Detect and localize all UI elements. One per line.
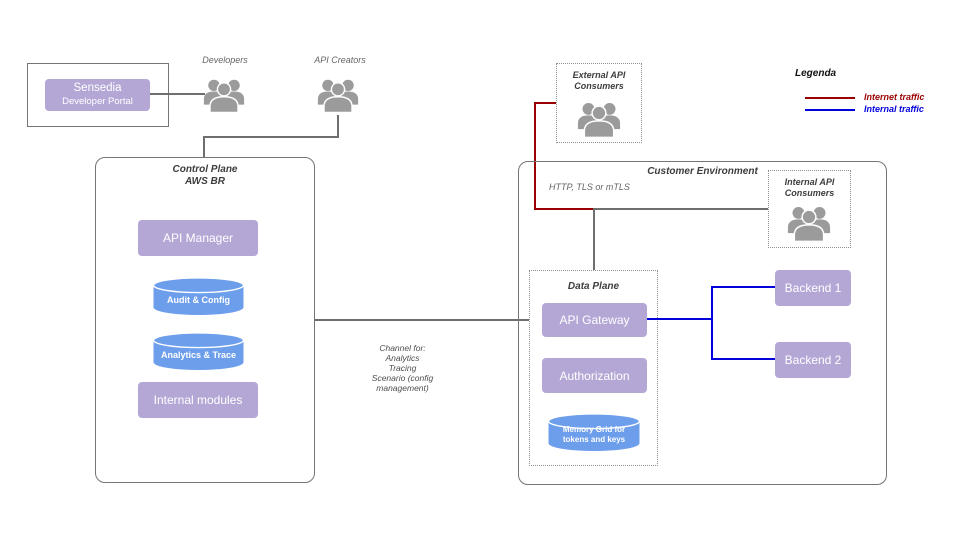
connector-apicreators-v xyxy=(337,115,339,138)
data-plane-title: Data Plane xyxy=(567,281,620,292)
external-consumers-people-icon xyxy=(577,99,621,139)
internet-line-h2 xyxy=(534,208,594,210)
internal-line-backend1 xyxy=(711,286,775,288)
external-consumers-title-2: Consumers xyxy=(574,81,624,91)
backend2-node: Backend 2 xyxy=(775,342,851,378)
audit-config-cylinder: Audit & Config xyxy=(152,277,245,316)
channel-note-line: management) xyxy=(376,383,429,393)
connector-portal-developers xyxy=(150,93,205,95)
connector-apicreators-h xyxy=(203,136,339,138)
channel-note: Channel for: Analytics Tracing Scenario … xyxy=(345,343,460,393)
memory-grid-cylinder: Memory Grid for tokens and keys xyxy=(547,413,641,452)
developers-people-icon xyxy=(203,76,245,114)
internal-line-v xyxy=(711,287,713,360)
analytics-trace-label: Analytics & Trace xyxy=(160,350,237,360)
data-plane-box xyxy=(529,270,658,466)
developers-label: Developers xyxy=(202,55,248,65)
api-gateway-node: API Gateway xyxy=(542,303,647,337)
channel-note-line: Tracing xyxy=(388,363,417,373)
connector-channel xyxy=(315,319,529,321)
internal-consumers-people-icon xyxy=(787,203,831,243)
protocol-label: HTTP, TLS or mTLS xyxy=(549,182,630,192)
control-plane-subtitle: AWS BR xyxy=(185,176,225,187)
legend-internet-line xyxy=(805,97,855,99)
connector-internal-consumers xyxy=(594,208,768,210)
api-creators-label: API Creators xyxy=(314,55,366,65)
backend1-node: Backend 1 xyxy=(775,270,851,306)
sensedia-developer-portal-node: Sensedia Developer Portal xyxy=(45,79,150,111)
legend-internet-label: Internet traffic xyxy=(864,92,925,102)
sensedia-subtitle: Developer Portal xyxy=(62,96,133,107)
customer-environment-box xyxy=(518,161,887,485)
legend-internal-label: Internal traffic xyxy=(864,104,924,114)
external-api-consumers-box xyxy=(556,63,642,143)
legend-title: Legenda xyxy=(795,68,837,79)
sensedia-title: Sensedia xyxy=(73,82,122,94)
memory-grid-label-1: Memory Grid for xyxy=(562,425,626,434)
internal-modules-node: Internal modules xyxy=(138,382,258,418)
analytics-trace-cylinder: Analytics & Trace xyxy=(152,332,245,371)
connector-dataplane-v xyxy=(593,208,595,270)
control-plane-box xyxy=(95,157,315,483)
internal-line-backend2 xyxy=(711,358,775,360)
customer-environment-title: Customer Environment xyxy=(647,166,758,177)
audit-config-label: Audit & Config xyxy=(167,295,230,305)
internal-consumers-title-1: Internal API xyxy=(784,177,835,187)
channel-note-line: Scenario (config xyxy=(371,373,434,383)
authorization-node: Authorization xyxy=(542,358,647,393)
api-creators-people-icon xyxy=(317,76,359,114)
control-plane-title: Control Plane xyxy=(172,164,238,175)
sensedia-container-box xyxy=(27,63,169,127)
legend-internal-line xyxy=(805,109,855,111)
internet-line-v xyxy=(534,102,536,210)
api-manager-node: API Manager xyxy=(138,220,258,256)
internal-line-gateway xyxy=(647,318,712,320)
channel-note-line: Channel for: xyxy=(379,343,426,353)
channel-note-line: Analytics xyxy=(385,353,420,363)
connector-controlplane-v xyxy=(203,136,205,157)
external-consumers-title-1: External API xyxy=(572,70,626,80)
internal-consumers-title-2: Consumers xyxy=(784,188,835,198)
internal-api-consumers-box xyxy=(768,170,851,248)
memory-grid-label-2: tokens and keys xyxy=(562,435,626,444)
internet-line-h1 xyxy=(534,102,556,104)
